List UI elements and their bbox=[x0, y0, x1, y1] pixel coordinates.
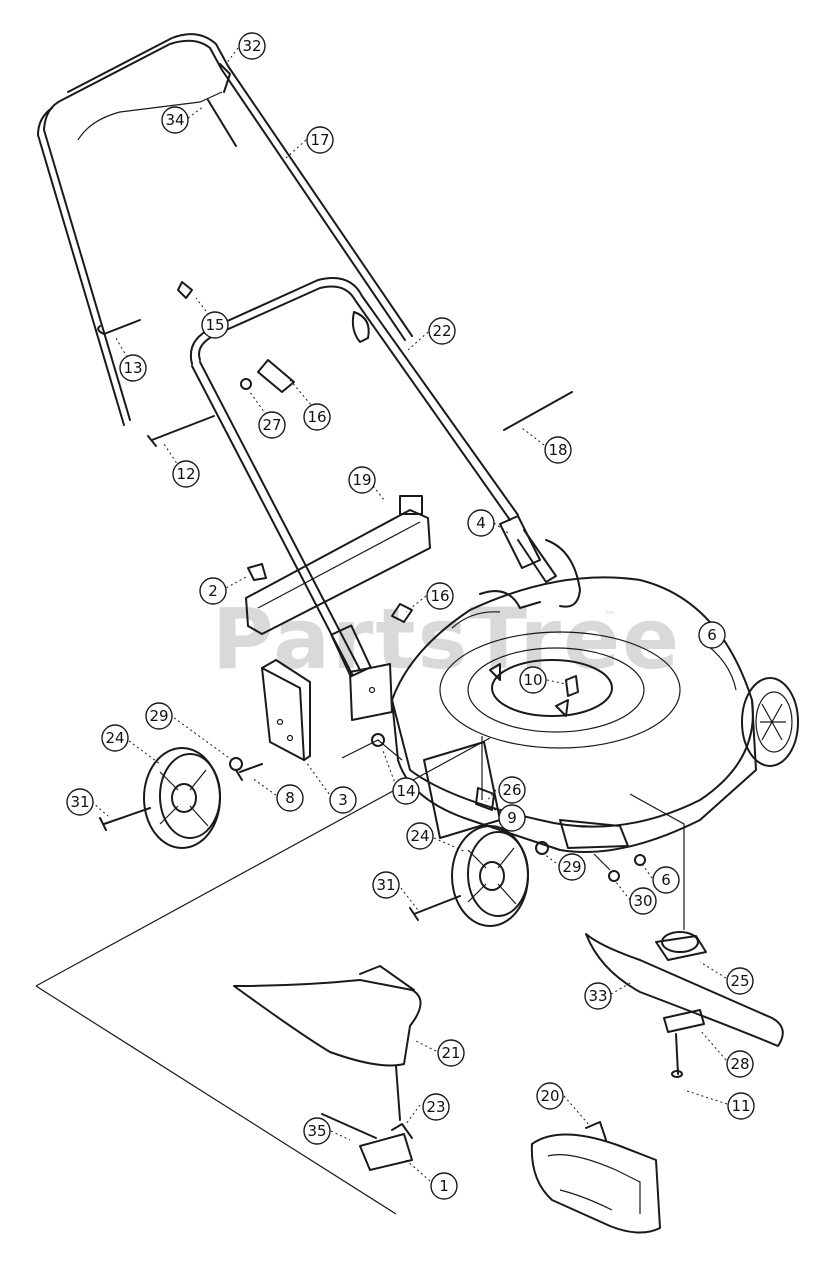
grass-bag bbox=[530, 1121, 661, 1234]
callout-13: 13 bbox=[119, 354, 147, 382]
callout-20: 20 bbox=[536, 1082, 564, 1110]
callout-17: 17 bbox=[306, 126, 334, 154]
callout-label: 21 bbox=[441, 1044, 460, 1062]
lower-handle bbox=[190, 277, 519, 678]
callout-label: 24 bbox=[105, 729, 124, 747]
callout-29-left: 29 bbox=[145, 702, 173, 730]
callout-label: 9 bbox=[507, 809, 517, 827]
callout-label: 33 bbox=[588, 987, 607, 1005]
callout-label: 18 bbox=[548, 441, 567, 459]
callout-label: 8 bbox=[285, 789, 295, 807]
wheel-hardware bbox=[99, 733, 646, 921]
callout-2: 2 bbox=[199, 577, 227, 605]
wheel-front-right bbox=[741, 677, 799, 767]
wheel-rear-right bbox=[545, 539, 581, 608]
callout-8: 8 bbox=[276, 784, 304, 812]
callout-label: 14 bbox=[396, 782, 415, 800]
watermark-trademark: ™ bbox=[604, 609, 616, 623]
callout-28: 28 bbox=[726, 1050, 754, 1078]
discharge-chute bbox=[233, 965, 422, 1171]
callout-4: 4 bbox=[467, 509, 495, 537]
callout-label: 34 bbox=[165, 111, 184, 129]
callout-label: 20 bbox=[540, 1087, 559, 1105]
callout-label: 24 bbox=[410, 827, 429, 845]
callout-label: 27 bbox=[262, 416, 281, 434]
handle-hardware bbox=[97, 63, 573, 447]
callout-35: 35 bbox=[303, 1117, 331, 1145]
callout-label: 30 bbox=[633, 892, 652, 910]
callout-5: 6 bbox=[698, 621, 726, 649]
blade-assembly bbox=[585, 931, 784, 1078]
callout-label: 1 bbox=[439, 1177, 449, 1195]
callout-label: 22 bbox=[432, 322, 451, 340]
callout-32: 32 bbox=[238, 32, 266, 60]
callout-12: 12 bbox=[172, 460, 200, 488]
callout-label: 3 bbox=[338, 791, 348, 809]
callout-label: 29 bbox=[562, 858, 581, 876]
callout-label: 2 bbox=[208, 582, 218, 600]
callout-10: 10 bbox=[519, 666, 547, 694]
callout-label: 10 bbox=[523, 671, 542, 689]
callout-24-left: 24 bbox=[101, 724, 129, 752]
callout-34: 34 bbox=[161, 106, 189, 134]
callout-label: 16 bbox=[307, 408, 326, 426]
callout-label: 26 bbox=[502, 781, 521, 799]
callout-label: 4 bbox=[476, 514, 486, 532]
callout-6: 6 bbox=[652, 866, 680, 894]
callout-15: 15 bbox=[201, 311, 229, 339]
callout-14: 14 bbox=[392, 777, 420, 805]
callout-label: 31 bbox=[376, 876, 395, 894]
callout-label: 16 bbox=[430, 587, 449, 605]
wheel-brackets bbox=[261, 515, 557, 811]
callout-27: 27 bbox=[258, 411, 286, 439]
upper-handle bbox=[37, 33, 413, 426]
callout-26: 26 bbox=[498, 776, 526, 804]
callout-29-front: 29 bbox=[558, 853, 586, 881]
callout-31-front: 31 bbox=[372, 871, 400, 899]
callout-label: 13 bbox=[123, 359, 142, 377]
callout-16-upper: 16 bbox=[303, 403, 331, 431]
callout-label: 31 bbox=[70, 793, 89, 811]
callout-9: 9 bbox=[498, 804, 526, 832]
callout-31-left: 31 bbox=[66, 788, 94, 816]
callout-25: 25 bbox=[726, 967, 754, 995]
callout-19: 19 bbox=[348, 466, 376, 494]
callout-18: 18 bbox=[544, 436, 572, 464]
callout-label: 32 bbox=[242, 37, 261, 55]
wheel-rear-left bbox=[143, 747, 221, 849]
callout-16-lower: 16 bbox=[426, 582, 454, 610]
callout-1: 1 bbox=[430, 1172, 458, 1200]
callout-label: 6 bbox=[707, 626, 717, 644]
assembly-lines bbox=[35, 736, 685, 1215]
rear-flap bbox=[245, 495, 431, 635]
callout-label: 11 bbox=[731, 1097, 750, 1115]
callout-label: 6 bbox=[661, 871, 671, 889]
callout-33: 33 bbox=[584, 982, 612, 1010]
callout-label: 29 bbox=[149, 707, 168, 725]
callout-21: 21 bbox=[437, 1039, 465, 1067]
callout-label: 23 bbox=[426, 1098, 445, 1116]
wheel-front-left bbox=[451, 825, 529, 927]
callout-label: 35 bbox=[307, 1122, 326, 1140]
callout-label: 12 bbox=[176, 465, 195, 483]
callout-label: 15 bbox=[205, 316, 224, 334]
callout-11: 11 bbox=[727, 1092, 755, 1120]
callout-label: 25 bbox=[730, 972, 749, 990]
callout-24-front: 24 bbox=[406, 822, 434, 850]
callout-22: 22 bbox=[428, 317, 456, 345]
callout-label: 19 bbox=[352, 471, 371, 489]
callout-23: 23 bbox=[422, 1093, 450, 1121]
callout-label: 28 bbox=[730, 1055, 749, 1073]
callout-3: 3 bbox=[329, 786, 357, 814]
callout-30: 30 bbox=[629, 887, 657, 915]
callout-label: 17 bbox=[310, 131, 329, 149]
